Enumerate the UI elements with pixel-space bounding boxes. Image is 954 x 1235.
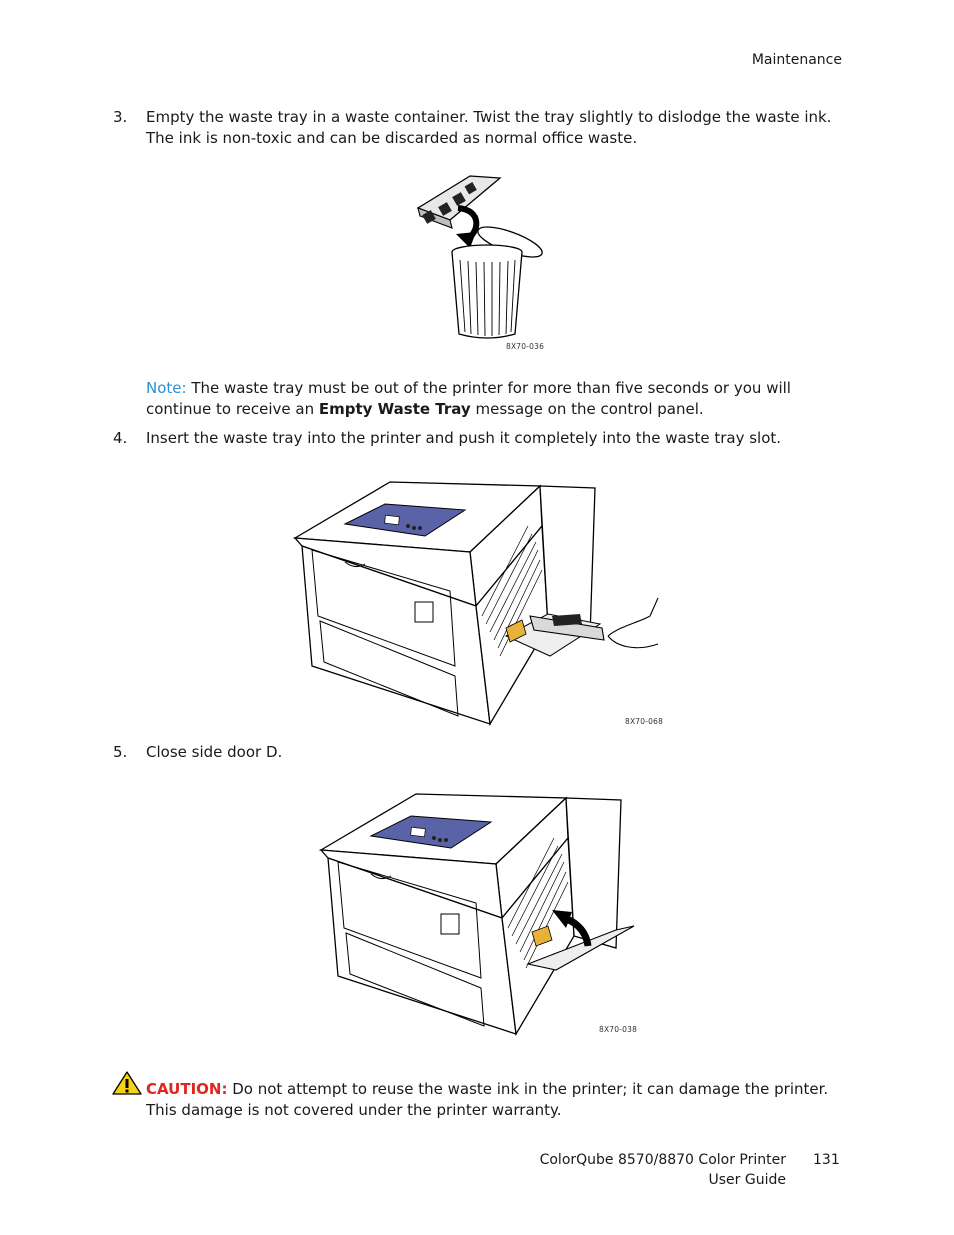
- step-text: Close side door D.: [146, 743, 283, 761]
- trash-can-icon: [451, 244, 523, 339]
- printer-close-door-illustration: [318, 793, 635, 1036]
- caution-text: Do not attempt to reuse the waste ink in…: [146, 1080, 829, 1119]
- figure-label: 8X70-068: [625, 717, 664, 726]
- running-header: Maintenance: [751, 52, 842, 68]
- figure-label: 8X70-036: [506, 342, 545, 351]
- footer-doc-title: User Guide: [708, 1172, 786, 1188]
- note-text: The waste tray must be out of the printe…: [146, 379, 791, 418]
- warning-icon: [112, 1071, 142, 1095]
- footer-product-name: ColorQube 8570/8870 Color Printer: [539, 1152, 786, 1168]
- caution: CAUTION: Do not attempt to reuse the was…: [146, 1079, 846, 1121]
- note-label: Note:: [146, 379, 187, 397]
- figure-label: 8X70-038: [599, 1025, 638, 1034]
- step-number: 4.: [113, 429, 128, 447]
- footer-product: ColorQube 8570/8870 Color Printer User G…: [540, 1150, 786, 1190]
- page-number: 131: [813, 1152, 840, 1168]
- caution-label: CAUTION:: [146, 1080, 228, 1098]
- step-number: 5.: [113, 743, 128, 761]
- waste-bin-illustration: [416, 175, 543, 339]
- note-message-name: Empty Waste Tray: [318, 400, 471, 418]
- step-text: Empty the waste tray in a waste containe…: [146, 108, 832, 147]
- printer-insert-tray-illustration: [292, 481, 659, 726]
- control-panel-icon: [369, 815, 493, 849]
- step-text: Insert the waste tray into the printer a…: [146, 429, 782, 447]
- control-panel-icon: [343, 503, 467, 537]
- note: Note: The waste tray must be out of the …: [146, 378, 846, 420]
- step-number: 3.: [113, 108, 128, 126]
- note-text-end: message on the control panel.: [470, 400, 704, 418]
- waste-tray-icon: [416, 175, 502, 229]
- hand-icon: [607, 597, 659, 649]
